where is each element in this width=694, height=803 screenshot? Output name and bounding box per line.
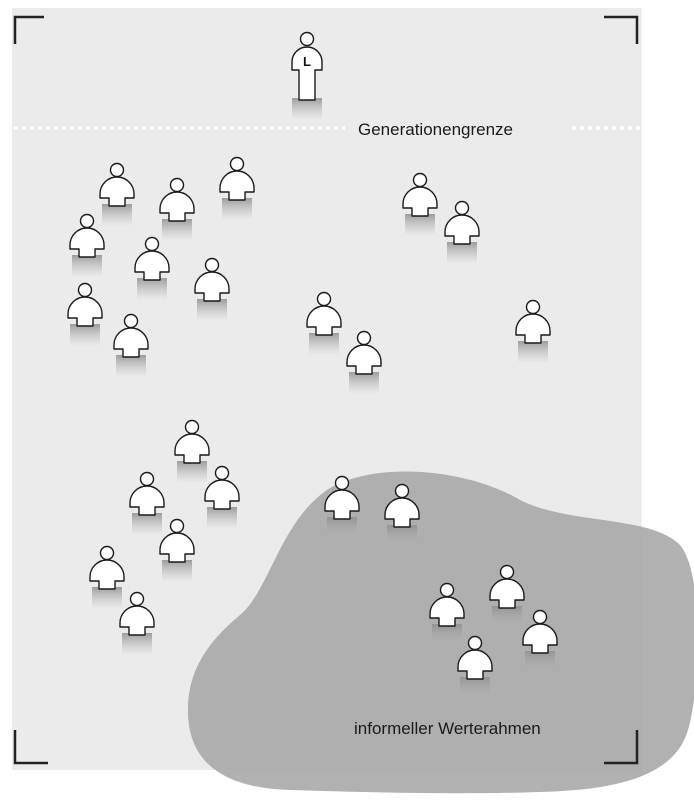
leader-badge: L	[303, 54, 311, 69]
corner-mark-bottom-right	[604, 730, 639, 765]
informal-value-frame-label: informeller Werterahmen	[354, 719, 541, 738]
corner-marks	[13, 15, 639, 765]
corner-mark-top-left	[13, 15, 44, 44]
corner-mark-bottom-left	[13, 730, 48, 765]
corner-mark-top-right	[604, 15, 639, 44]
leader-figure: L	[291, 31, 323, 120]
generation-boundary-label: Generationengrenze	[358, 120, 513, 139]
